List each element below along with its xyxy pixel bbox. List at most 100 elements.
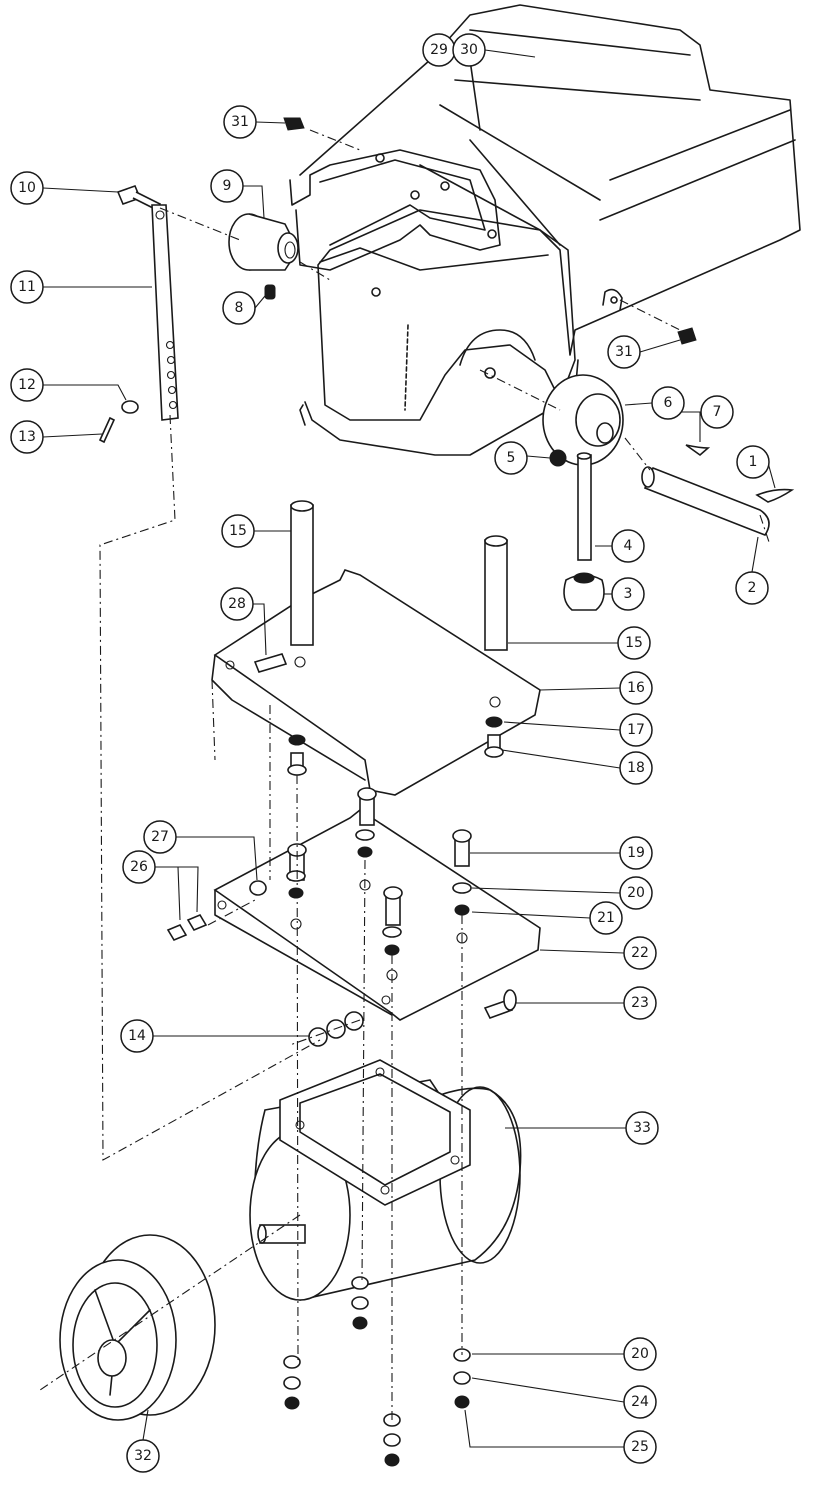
svg-text:5: 5 — [507, 450, 516, 466]
svg-text:1: 1 — [749, 454, 758, 470]
pulley-6 — [542, 374, 624, 466]
callout-22: 22 — [623, 936, 657, 970]
nuts-26 — [166, 913, 208, 942]
svg-text:19: 19 — [627, 845, 645, 861]
svg-text:29: 29 — [430, 42, 448, 58]
callout-27: 27 — [143, 820, 177, 854]
callouts: 29 30 31 10 9 11 8 31 12 6 7 13 1 5 15 4… — [10, 33, 770, 1473]
svg-text:32: 32 — [134, 1448, 152, 1464]
callout-21: 21 — [589, 901, 623, 935]
callout-24: 24 — [623, 1385, 657, 1419]
pin-13 — [98, 416, 116, 444]
pulley-9 — [228, 213, 299, 271]
callout-3: 3 — [611, 577, 645, 611]
svg-text:24: 24 — [631, 1394, 649, 1410]
callout-12: 12 — [10, 368, 44, 402]
fitting-31-top — [283, 117, 305, 131]
callout-19: 19 — [619, 836, 653, 870]
callout-2: 2 — [735, 571, 769, 605]
fitting-31-right — [677, 327, 697, 345]
callout-16: 16 — [619, 671, 653, 705]
callout-17: 17 — [619, 713, 653, 747]
svg-text:27: 27 — [151, 829, 169, 845]
svg-text:31: 31 — [615, 344, 633, 360]
svg-text:8: 8 — [235, 300, 244, 316]
bolt-23 — [483, 989, 517, 1019]
callout-29: 29 — [422, 33, 456, 67]
bolts-under-bracket — [287, 734, 307, 776]
svg-text:6: 6 — [664, 395, 673, 411]
svg-text:25: 25 — [631, 1439, 649, 1455]
leader-lines — [42, 49, 776, 1448]
svg-text:26: 26 — [130, 859, 148, 875]
callout-23: 23 — [623, 986, 657, 1020]
callout-9: 9 — [210, 169, 244, 203]
motor-pulley-32 — [59, 1234, 216, 1421]
setscrew-8 — [264, 284, 276, 300]
callout-15-left: 15 — [221, 514, 255, 548]
svg-text:30: 30 — [460, 42, 478, 58]
callout-4: 4 — [611, 529, 645, 563]
svg-text:16: 16 — [627, 680, 645, 696]
plate-hardware — [286, 787, 472, 956]
svg-text:7: 7 — [713, 404, 722, 420]
shaft-2 — [641, 466, 770, 536]
svg-text:23: 23 — [631, 995, 649, 1011]
motor-plate-22 — [213, 809, 541, 1021]
svg-text:33: 33 — [633, 1120, 651, 1136]
key-7 — [685, 444, 711, 457]
svg-text:11: 11 — [18, 279, 36, 295]
callout-13: 13 — [10, 420, 44, 454]
svg-text:12: 12 — [18, 377, 36, 393]
callout-20-top: 20 — [619, 876, 653, 910]
callout-5: 5 — [494, 441, 528, 475]
svg-text:21: 21 — [597, 910, 615, 926]
post-15-right — [484, 535, 508, 651]
svg-text:28: 28 — [228, 596, 246, 612]
washer-17 — [485, 716, 503, 728]
svg-text:2: 2 — [748, 580, 757, 596]
callout-26: 26 — [122, 850, 156, 884]
lever-4 — [576, 452, 592, 561]
callout-25: 25 — [623, 1430, 657, 1464]
callout-10: 10 — [10, 171, 44, 205]
bolt-18 — [484, 734, 504, 758]
motor-33 — [249, 1059, 522, 1301]
callout-6: 6 — [651, 386, 685, 420]
svg-text:20: 20 — [627, 885, 645, 901]
callout-8: 8 — [222, 291, 256, 325]
callout-32: 32 — [126, 1439, 160, 1473]
head-casting — [289, 4, 801, 456]
knob-3 — [563, 572, 605, 611]
callout-30: 30 — [452, 33, 486, 67]
svg-text:22: 22 — [631, 945, 649, 961]
svg-text:18: 18 — [627, 760, 645, 776]
callout-31-top: 31 — [223, 105, 257, 139]
callout-1: 1 — [736, 445, 770, 479]
callout-20-bottom: 20 — [623, 1337, 657, 1371]
svg-text:3: 3 — [624, 586, 633, 602]
svg-text:14: 14 — [128, 1028, 146, 1044]
link-bar-11 — [151, 204, 179, 421]
svg-text:9: 9 — [223, 178, 232, 194]
washer-27 — [249, 880, 267, 896]
callout-11: 11 — [10, 270, 44, 304]
svg-text:17: 17 — [627, 722, 645, 738]
callout-18: 18 — [619, 751, 653, 785]
svg-text:10: 10 — [18, 180, 36, 196]
motor-hardware — [283, 1276, 471, 1467]
callout-28: 28 — [220, 587, 254, 621]
svg-text:13: 13 — [18, 429, 36, 445]
callout-15-right: 15 — [617, 626, 651, 660]
svg-text:15: 15 — [625, 635, 643, 651]
washer-12 — [121, 400, 139, 414]
assembly-lines — [39, 129, 771, 1420]
callout-33: 33 — [625, 1111, 659, 1145]
callout-31-right: 31 — [607, 335, 641, 369]
svg-text:31: 31 — [231, 114, 249, 130]
svg-text:4: 4 — [624, 538, 633, 554]
key-1 — [755, 488, 795, 503]
svg-text:15: 15 — [229, 523, 247, 539]
callout-14: 14 — [120, 1019, 154, 1053]
